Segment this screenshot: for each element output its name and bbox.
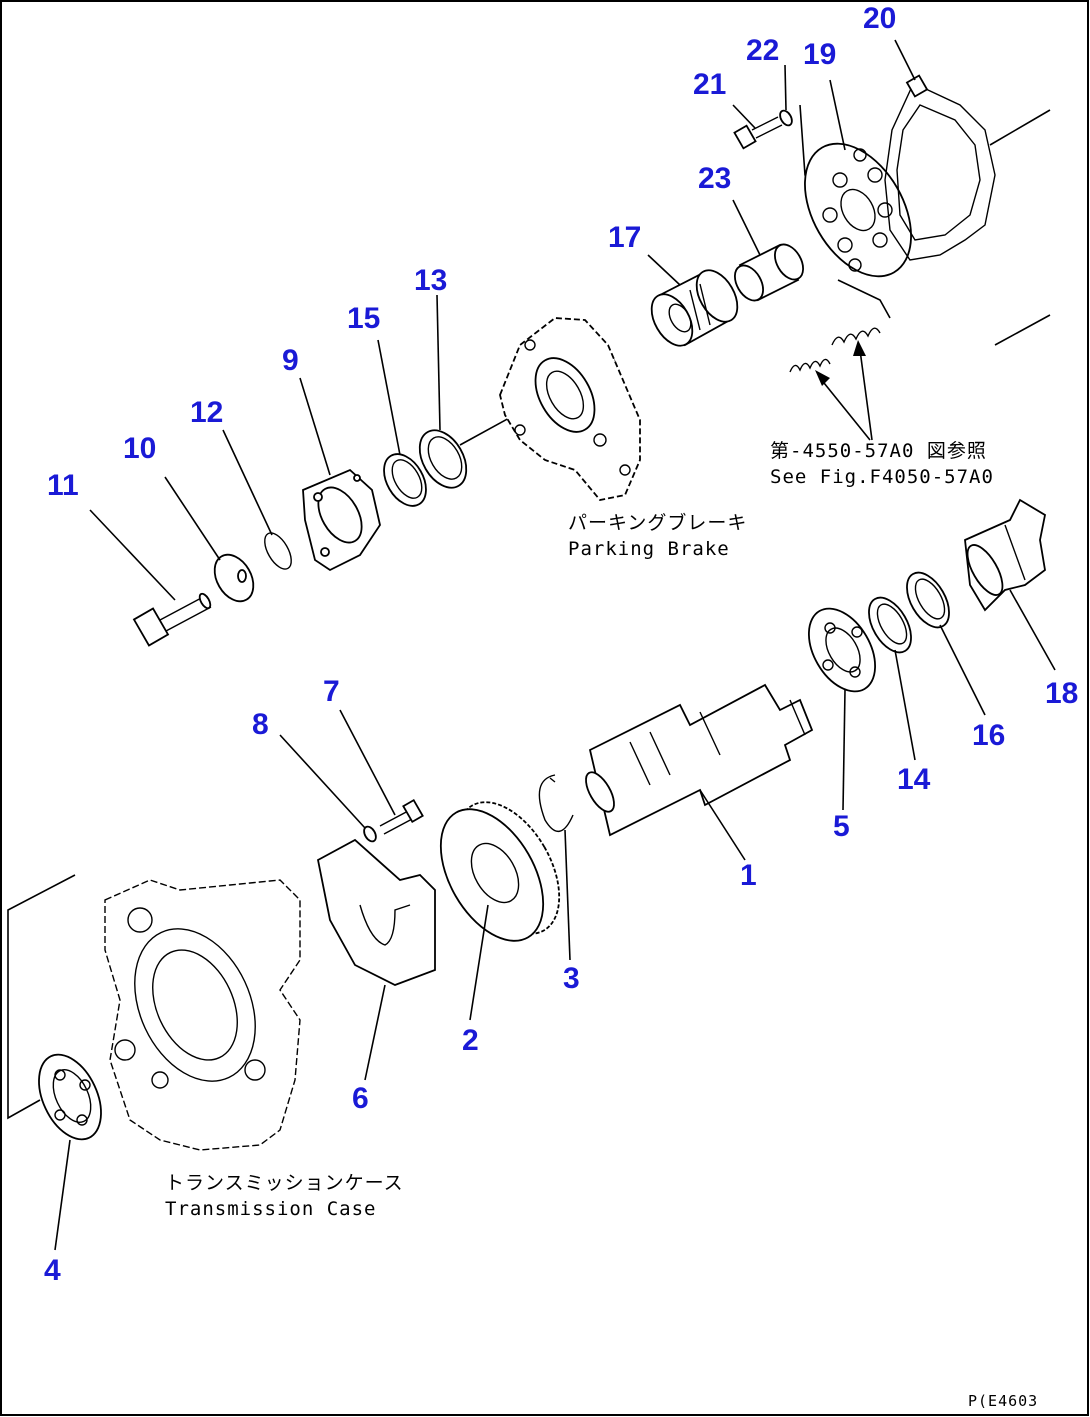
part-20-gasket <box>884 74 996 261</box>
part-7-bolt <box>379 798 424 835</box>
see-fig-caption-jp: 第-4550-57A0 図参照 <box>770 440 987 462</box>
part-6-guard <box>316 838 436 986</box>
callout-5: 5 <box>833 810 850 843</box>
callout-4: 4 <box>44 1254 61 1287</box>
part-16-seal <box>906 571 950 629</box>
callout-13: 13 <box>414 264 447 297</box>
callout-3: 3 <box>563 962 580 995</box>
part-4-bearing <box>38 1053 102 1141</box>
callout-12: 12 <box>190 396 223 429</box>
part-22-washer <box>779 109 793 127</box>
parking-brake-caption-jp: パーキングブレーキ <box>568 511 747 534</box>
part-8-washer <box>363 825 377 843</box>
part-2-gear <box>439 801 561 942</box>
callout-23: 23 <box>698 162 731 195</box>
callout-10: 10 <box>123 432 156 465</box>
parking-brake-caption-en: Parking Brake <box>568 538 730 560</box>
callout-11: 11 <box>47 469 79 502</box>
springs <box>789 327 881 373</box>
part-3-snap-ring <box>538 774 574 832</box>
callout-numbers: 1 2 3 4 5 6 7 8 9 10 11 12 13 14 15 16 1… <box>44 2 1078 1287</box>
callout-18: 18 <box>1045 677 1078 710</box>
part-11-bolt <box>132 592 212 647</box>
callout-16: 16 <box>972 719 1005 752</box>
callout-21: 21 <box>693 68 726 101</box>
callout-9: 9 <box>282 344 299 377</box>
see-fig-caption-en: See Fig.F4050-57A0 <box>770 466 994 488</box>
callout-22: 22 <box>746 34 779 67</box>
upper-axis-tail-line <box>994 314 1051 346</box>
part-5-bearing <box>808 607 876 693</box>
transmission-case <box>104 879 301 1151</box>
case-bracket-line <box>7 874 76 1120</box>
leader-lines <box>54 39 1056 1251</box>
callout-14: 14 <box>897 763 931 796</box>
callout-7: 7 <box>323 675 340 708</box>
callout-19: 19 <box>803 38 836 71</box>
callout-8: 8 <box>252 708 269 741</box>
callout-6: 6 <box>352 1082 369 1115</box>
callout-17: 17 <box>608 221 641 254</box>
part-18-coupling <box>964 498 1047 612</box>
reference-arrows <box>815 340 873 441</box>
part-21-bolt <box>733 116 783 150</box>
part-9-flange <box>302 468 381 572</box>
callout-20: 20 <box>863 2 896 35</box>
callout-2: 2 <box>462 1024 479 1057</box>
callout-1: 1 <box>740 859 757 892</box>
part-10-washer <box>213 553 255 603</box>
part-19-plate <box>804 142 912 278</box>
part-12-o-ring <box>264 532 292 570</box>
transmission-case-caption-jp: トランスミッションケース <box>165 1172 404 1194</box>
part-14-seal <box>868 596 912 654</box>
part-23-sleeve <box>734 243 804 302</box>
captions: パーキングブレーキ Parking Brake トランスミッションケース Tra… <box>165 440 1038 1410</box>
part-17-bearing <box>650 269 739 347</box>
part-15-seal <box>383 453 427 507</box>
part-13-seal <box>418 429 468 489</box>
transmission-case-caption-en: Transmission Case <box>165 1198 376 1220</box>
callout-15: 15 <box>347 302 380 335</box>
parking-brake-housing <box>499 317 641 501</box>
upper-axis-end-line <box>989 109 1051 146</box>
drawing-code: P(E4603 <box>968 1392 1038 1410</box>
spring-bracket-line <box>837 279 891 319</box>
part-1-shaft <box>585 683 814 837</box>
